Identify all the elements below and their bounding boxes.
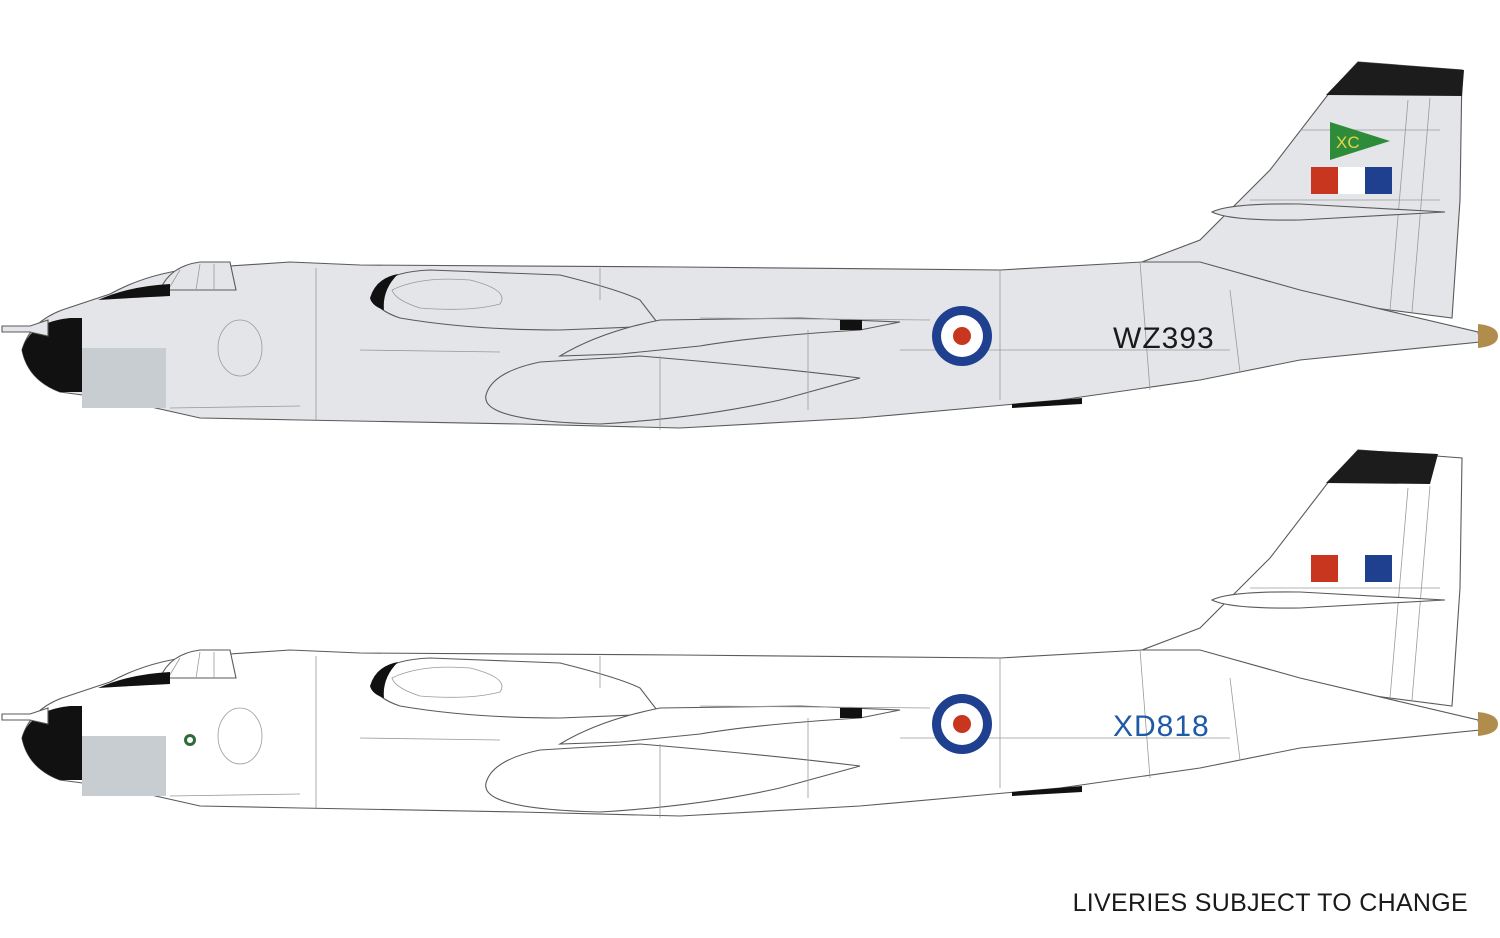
roundel-inner	[953, 715, 971, 733]
fin-cap	[1326, 450, 1438, 484]
fin-flash-white	[1338, 167, 1365, 194]
fuselage-roundel	[932, 306, 992, 366]
squadron-badge	[184, 734, 196, 746]
squadron-pennant: XC	[1330, 122, 1390, 160]
aircraft-profile-white: XD818	[1, 449, 1498, 818]
engine-intake	[371, 269, 662, 331]
fin-flash-white	[1338, 555, 1365, 582]
tailplane	[1210, 591, 1446, 609]
aerial-fairing	[1012, 398, 1082, 408]
nose-probe	[1, 707, 49, 725]
nose-probe	[1, 319, 49, 337]
tail-cone-tip	[1478, 324, 1498, 348]
panel-lines	[169, 261, 1241, 430]
wing	[557, 317, 901, 357]
fin-flash-blue	[1365, 555, 1392, 582]
refuelling-probe	[840, 320, 862, 330]
fin-flash-red	[1311, 555, 1338, 582]
anti-glare-panel	[98, 672, 170, 688]
liveries-caption: LIVERIES SUBJECT TO CHANGE	[1072, 889, 1468, 917]
nose-radome	[22, 318, 82, 392]
nose-radome	[22, 706, 82, 780]
fin-flash	[1311, 167, 1392, 194]
crew-entry-door	[217, 707, 263, 765]
fin-flash-red	[1311, 167, 1338, 194]
aircraft-profile-grey: XC	[1, 61, 1498, 430]
fin-flash-blue	[1365, 167, 1392, 194]
pennant-text: XC	[1336, 133, 1360, 152]
wing	[557, 705, 901, 745]
tail-cone-tip	[1478, 712, 1498, 736]
engine-intake	[371, 657, 662, 719]
pennant-flag	[1330, 122, 1390, 160]
roundel-inner	[953, 327, 971, 345]
serial-number: XD818	[1113, 710, 1210, 743]
intake-lip	[370, 662, 398, 698]
fin-flash	[1311, 555, 1392, 582]
aerial-fairing	[1012, 786, 1082, 796]
radar-panel	[82, 348, 166, 408]
serial-number: WZ393	[1113, 322, 1215, 355]
anti-glare-panel	[98, 284, 170, 300]
underwing-tank	[485, 743, 861, 813]
refuelling-probe	[840, 708, 862, 718]
tailplane	[1210, 203, 1446, 221]
underwing-tank	[485, 355, 861, 425]
radar-panel	[82, 736, 166, 796]
fin-cap	[1326, 62, 1464, 96]
fuselage-roundel	[932, 694, 992, 754]
intake-lip	[370, 274, 398, 310]
crew-entry-door	[217, 319, 263, 377]
